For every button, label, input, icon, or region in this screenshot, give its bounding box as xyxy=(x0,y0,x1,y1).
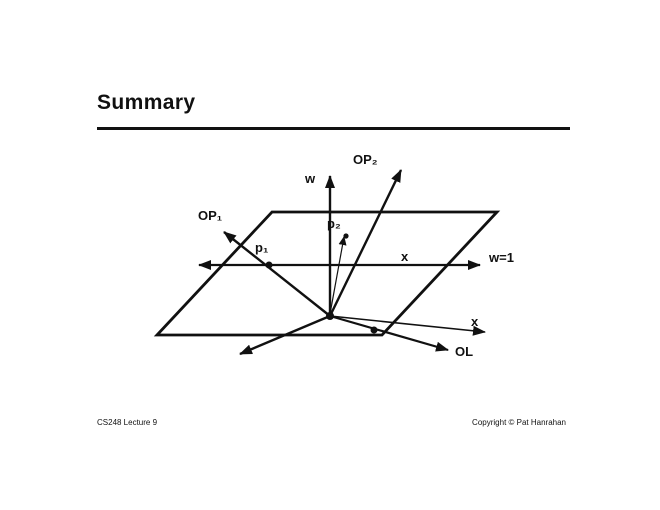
l-point xyxy=(370,326,378,334)
plane-x-axis-label: x xyxy=(401,249,409,264)
w-equals-1-label: w=1 xyxy=(489,250,514,265)
p2-point xyxy=(343,233,349,239)
page-title: Summary xyxy=(97,91,196,114)
x-axis-label: x xyxy=(471,314,479,329)
origin-point xyxy=(326,312,334,320)
w-axis-label: w xyxy=(305,171,316,186)
op2-label: OP₂ xyxy=(353,152,378,167)
op1-vector-arrow xyxy=(223,231,331,317)
p1-point xyxy=(265,261,273,269)
p2-label: p₂ xyxy=(327,216,341,231)
p2-vector-arrow xyxy=(329,236,347,315)
footer-course-label: CS248 Lecture 9 xyxy=(97,418,158,427)
ol-vector-arrow xyxy=(329,314,449,352)
op2-vector-arrow xyxy=(328,169,403,317)
w1-plane-outline xyxy=(153,210,501,337)
ol-label: OL xyxy=(455,344,474,359)
x-axis-arrow xyxy=(329,315,486,336)
op1-label: OP₁ xyxy=(198,208,223,223)
footer-copyright: Copyright © Pat Hanrahan xyxy=(472,418,566,427)
p1-label: p₁ xyxy=(255,240,269,255)
lower-left-axis-arrow xyxy=(239,314,331,356)
title-underline xyxy=(97,127,570,130)
